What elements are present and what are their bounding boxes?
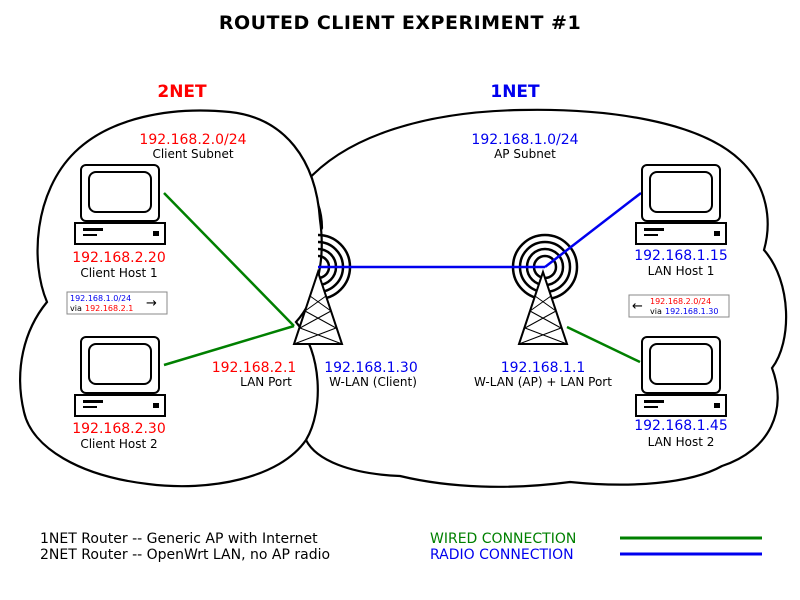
legend-1net-router: 1NET Router -- Generic AP with Internet [40, 531, 318, 547]
ap-route-via-ip: 192.168.1.30 [665, 307, 718, 316]
ap-route-box: ← 192.168.2.0/24 via 192.168.1.30 [628, 294, 730, 318]
lan-host-2-label: LAN Host 2 [648, 435, 715, 449]
client-route-via-label: via [70, 304, 82, 313]
net1-subnet-label: AP Subnet [494, 147, 556, 161]
net2-cloud [19, 109, 323, 488]
client-route-dest: 192.168.1.0/24 [70, 294, 131, 303]
client-router-lan-ip: 192.168.2.1 [212, 360, 297, 376]
legend-2net-router: 2NET Router -- OpenWrt LAN, no AP radio [40, 547, 330, 563]
client-host-2-ip: 192.168.2.30 [72, 421, 166, 437]
ap-route-via-label: via [650, 307, 662, 316]
client-host-1-computer-icon [74, 164, 166, 245]
legend-radio-label: RADIO CONNECTION [430, 547, 574, 563]
net2-subnet-ip: 192.168.2.0/24 [139, 132, 246, 148]
net2-name: 2NET [157, 82, 207, 102]
client-router-wlan-label: W-LAN (Client) [329, 375, 417, 389]
net1-subnet-ip: 192.168.1.0/24 [471, 132, 578, 148]
client-host-1-ip: 192.168.2.20 [72, 250, 166, 266]
legend-wired-label: WIRED CONNECTION [430, 531, 576, 547]
ap-route-dest: 192.168.2.0/24 [650, 297, 711, 306]
lan-host-1-computer-icon [635, 164, 727, 245]
lan-host-1-label: LAN Host 1 [648, 264, 715, 278]
wired-link-client-host-1 [163, 192, 295, 327]
wired-link-client-host-2 [163, 324, 295, 367]
net2-subnet-label: Client Subnet [152, 147, 233, 161]
client-host-2-computer-icon [74, 336, 166, 417]
ap-router-ip: 192.168.1.1 [501, 360, 586, 376]
lan-host-1-ip: 192.168.1.15 [634, 248, 728, 264]
lan-host-2-ip: 192.168.1.45 [634, 418, 728, 434]
client-router-wlan-ip: 192.168.1.30 [324, 360, 418, 376]
client-host-2-label: Client Host 2 [80, 437, 157, 451]
net1-name: 1NET [490, 82, 540, 102]
ap-route-arrow-icon: ← [632, 299, 643, 314]
diagram-title: ROUTED CLIENT EXPERIMENT #1 [219, 12, 581, 34]
client-router-lan-label: LAN Port [240, 375, 292, 389]
wired-link-lan-host-2 [566, 325, 641, 364]
ap-router-label: W-LAN (AP) + LAN Port [474, 375, 612, 389]
lan-host-2-computer-icon [635, 336, 727, 417]
client-route-via-ip: 192.168.2.1 [85, 304, 133, 313]
client-route-arrow-icon: → [146, 296, 157, 311]
client-host-1-label: Client Host 1 [80, 266, 157, 280]
radio-link-lan-host-1 [544, 192, 642, 268]
client-route-box: 192.168.1.0/24 via 192.168.2.1 → [66, 291, 168, 315]
